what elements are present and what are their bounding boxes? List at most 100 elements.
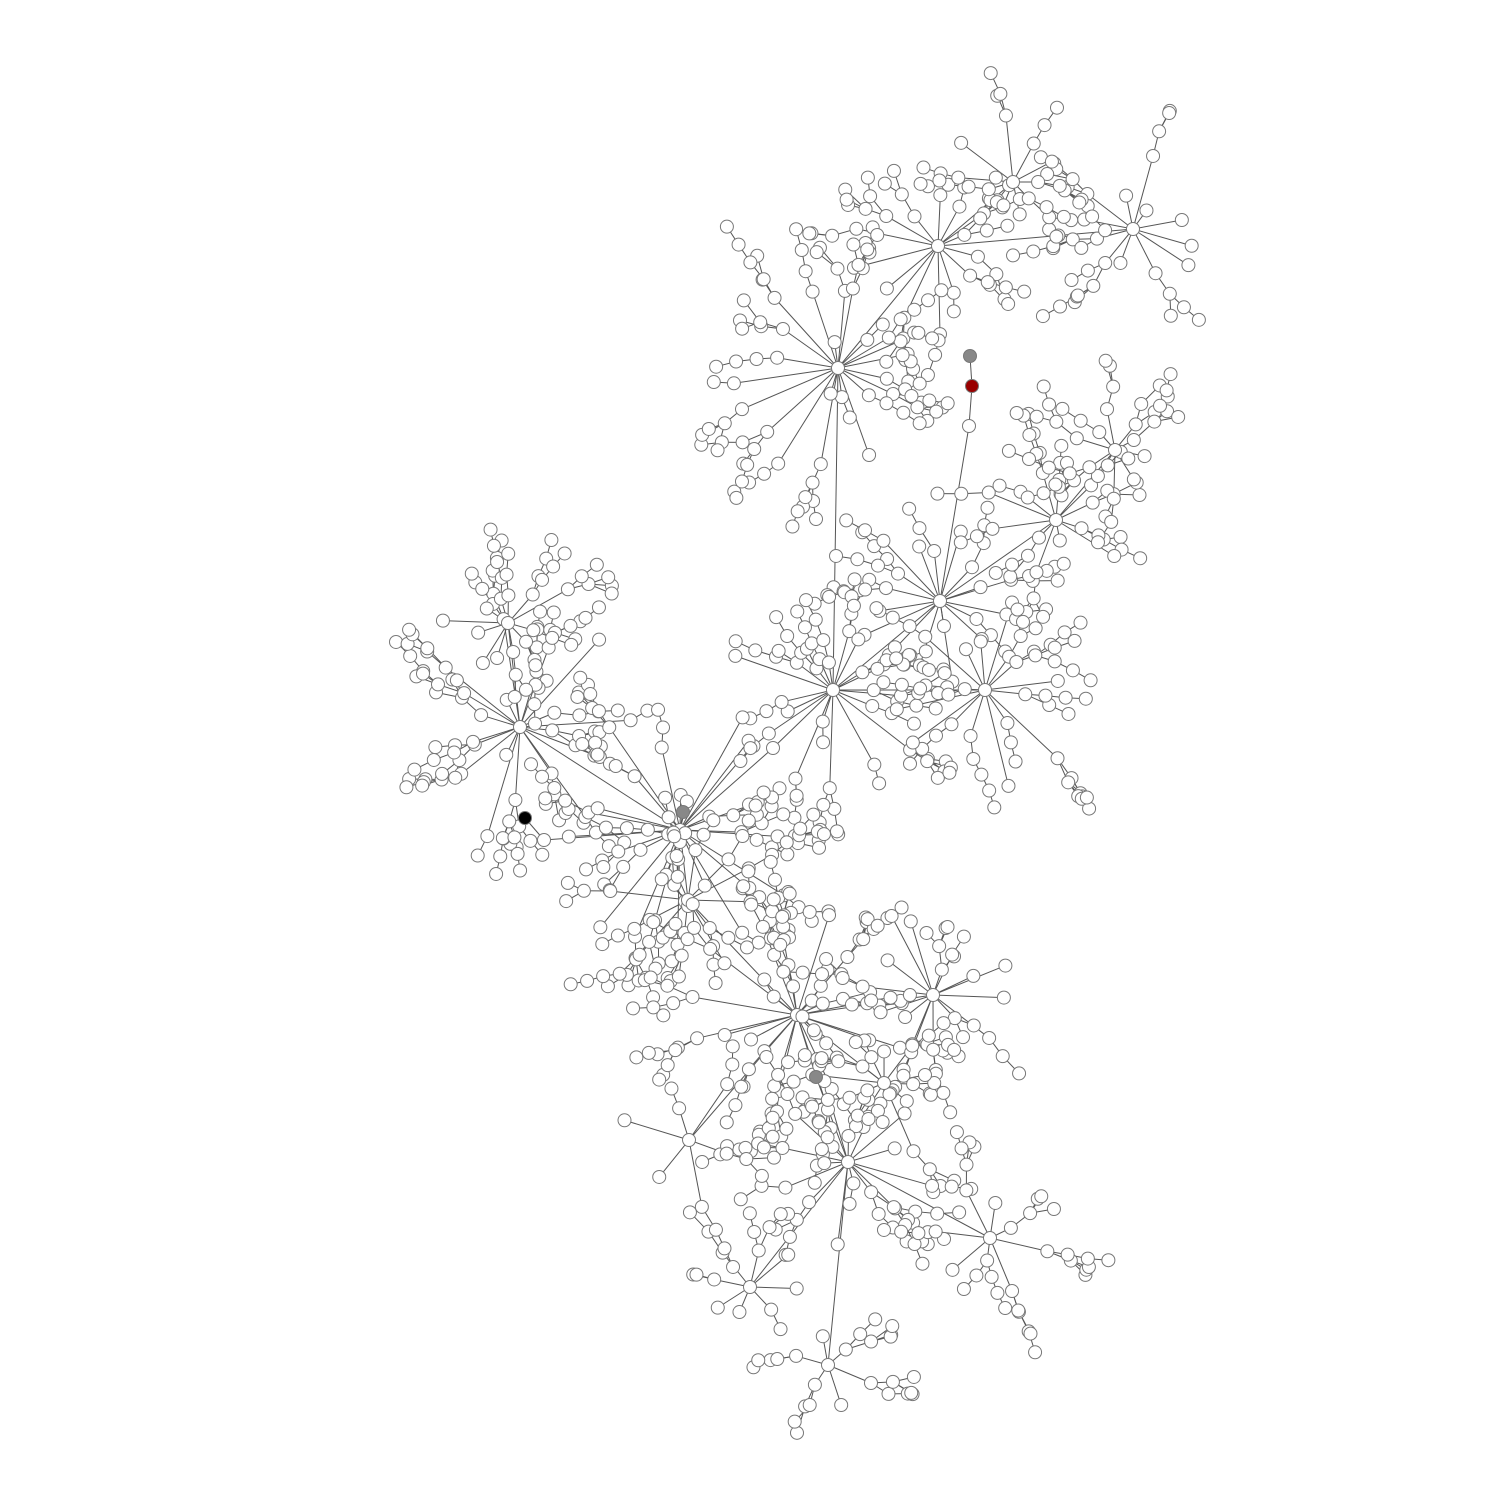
graph-node xyxy=(860,912,875,927)
graph-node xyxy=(528,716,543,731)
graph-node xyxy=(1191,312,1206,327)
graph-node xyxy=(1042,397,1057,412)
graph-node xyxy=(992,478,1007,493)
graph-node xyxy=(873,1005,888,1020)
graph-node xyxy=(535,847,550,862)
hub-node xyxy=(1108,443,1122,457)
graph-edge xyxy=(837,367,870,456)
graph-node xyxy=(902,619,917,634)
graph-node xyxy=(847,572,862,587)
graph-node xyxy=(1069,431,1084,446)
graph-node xyxy=(962,419,976,433)
graph-node xyxy=(570,689,585,704)
graph-node xyxy=(528,658,543,673)
graph-node xyxy=(602,720,617,735)
graph-node xyxy=(982,1030,997,1045)
graph-edge xyxy=(777,357,839,369)
graph-node xyxy=(877,176,892,191)
graph-node xyxy=(770,1352,785,1367)
graph-node xyxy=(1098,256,1113,271)
graph-node xyxy=(998,958,1013,973)
graph-node xyxy=(815,1329,830,1344)
graph-node xyxy=(886,163,901,178)
graph-node xyxy=(802,226,817,241)
graph-node xyxy=(819,1036,834,1051)
graph-node xyxy=(435,766,450,781)
graph-node xyxy=(775,321,790,336)
graph-node xyxy=(1020,490,1035,505)
graph-node xyxy=(884,908,899,923)
graph-node xyxy=(820,1092,835,1107)
graph-node xyxy=(842,410,857,425)
graph-node xyxy=(626,1001,641,1016)
graph-node xyxy=(1113,530,1128,545)
graph-node xyxy=(672,1101,687,1116)
graph-node xyxy=(741,1062,756,1077)
graph-node xyxy=(420,641,435,656)
graph-node xyxy=(490,651,505,666)
graph-node xyxy=(980,275,995,290)
graph-node xyxy=(913,176,928,191)
graph-node xyxy=(795,1009,810,1024)
graph-edge xyxy=(519,726,600,758)
graph-node xyxy=(1146,148,1161,163)
graph-node xyxy=(389,634,404,649)
graph-node xyxy=(789,788,804,803)
graph-node xyxy=(572,708,587,723)
graph-node xyxy=(1060,1247,1075,1262)
graph-node xyxy=(611,844,626,859)
graph-node xyxy=(741,864,756,879)
graph-edge xyxy=(782,328,839,369)
graph-node xyxy=(912,539,927,554)
graph-node xyxy=(755,919,770,934)
graph-node xyxy=(877,1044,892,1059)
graph-node xyxy=(589,557,604,572)
graph-edge xyxy=(832,689,873,707)
graph-node xyxy=(822,781,837,796)
graph-edge xyxy=(679,829,743,934)
graph-node xyxy=(1022,427,1037,442)
graph-node xyxy=(807,1377,822,1392)
graph-node xyxy=(573,670,588,685)
graph-edge xyxy=(832,689,875,765)
graph-node xyxy=(808,612,823,627)
graph-node xyxy=(1104,514,1119,529)
graph-node xyxy=(708,1222,723,1237)
graph-node xyxy=(757,466,772,481)
graph-node xyxy=(591,704,606,719)
graph-node xyxy=(789,1348,804,1363)
graph-edge xyxy=(832,600,941,691)
graph-node xyxy=(741,813,756,828)
graph-edge xyxy=(1036,519,1057,573)
graph-node xyxy=(743,741,758,756)
graph-node xyxy=(1029,409,1044,424)
graph-node xyxy=(1070,288,1085,303)
graph-node xyxy=(739,1152,754,1167)
graph-node xyxy=(842,1196,857,1211)
graph-node xyxy=(819,952,834,967)
graph-node xyxy=(1028,621,1043,636)
graph-node xyxy=(764,1302,779,1317)
graph-node xyxy=(981,182,996,197)
graph-node xyxy=(475,581,490,596)
graph-node xyxy=(779,835,794,850)
graph-node xyxy=(805,284,820,299)
graph-node xyxy=(754,1168,769,1183)
graph-node xyxy=(923,1087,938,1102)
graph-node xyxy=(889,651,904,666)
graph-node xyxy=(1028,1345,1043,1360)
graph-node xyxy=(957,682,972,697)
graph-node xyxy=(771,456,786,471)
graph-node xyxy=(1152,124,1167,139)
graph-node xyxy=(915,1256,930,1271)
graph-node xyxy=(545,723,560,738)
graph-node xyxy=(813,978,828,993)
graph-edge xyxy=(837,245,939,369)
graph-edges xyxy=(395,72,1200,1433)
graph-node xyxy=(830,261,845,276)
graph-node xyxy=(508,793,523,808)
graph-node xyxy=(902,988,917,1003)
graph-node xyxy=(894,1224,909,1239)
graph-node xyxy=(921,293,936,308)
graph-node xyxy=(858,582,873,597)
